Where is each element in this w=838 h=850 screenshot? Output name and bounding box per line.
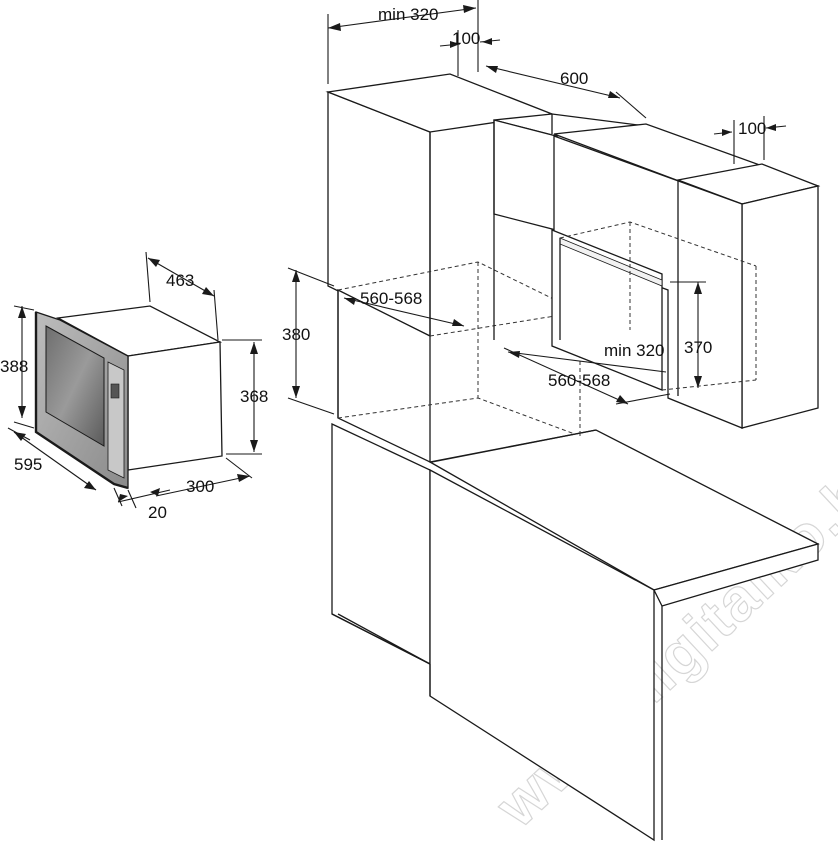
- dim-label-370: 370: [684, 338, 712, 357]
- dim-label-left-560: 560-568: [360, 289, 422, 308]
- wall-cabinet: [551, 123, 821, 429]
- dim-label-niche-min: min 320: [604, 341, 664, 360]
- dim-label-top-min: min 320: [378, 5, 438, 24]
- microwave-appliance: [34, 305, 223, 490]
- dim-label-380: 380: [282, 325, 310, 344]
- installation-dimensions: min 320 100 600 100 380 560-568: [282, 0, 787, 415]
- dim-label-368: 368: [240, 387, 268, 406]
- base-cabinet: [331, 429, 820, 842]
- dim-label-595: 595: [14, 455, 42, 474]
- dim-label-right-560: 560-568: [548, 371, 610, 390]
- dim-label-top-100: 100: [452, 29, 480, 48]
- dim-label-right-100: 100: [738, 119, 766, 138]
- dim-label-600: 600: [560, 69, 588, 88]
- dim-label-388: 388: [0, 357, 28, 376]
- dim-label-20: 20: [148, 503, 167, 522]
- dim-label-463: 463: [166, 271, 194, 290]
- middle-cabinet: [493, 113, 647, 340]
- dim-label-300: 300: [186, 477, 214, 496]
- appliance-dimensions: 388 595 463 368 300 20: [0, 251, 268, 522]
